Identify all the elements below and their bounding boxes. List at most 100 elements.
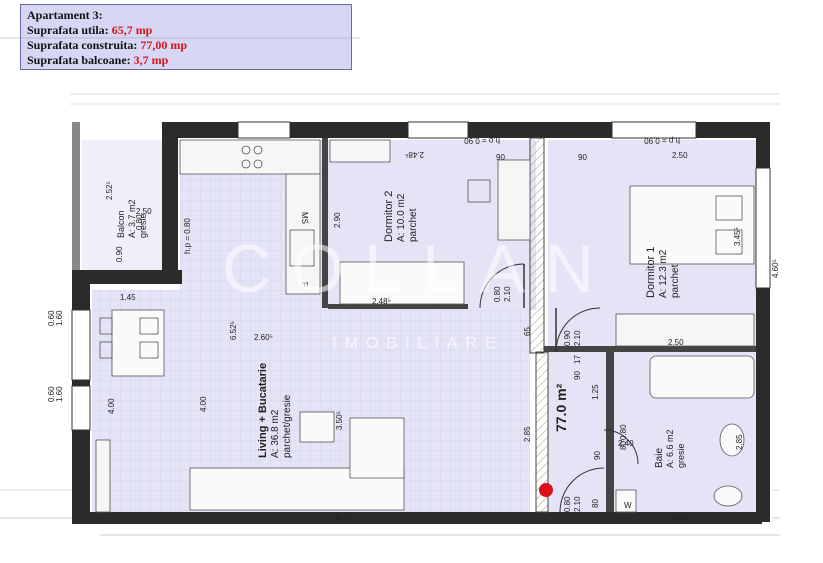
dim-label: 2.60⁵ — [254, 333, 273, 342]
fridge-label: F — [300, 282, 309, 287]
door-height-label: 2.10 — [503, 286, 512, 302]
living-name: Living + Bucatarie — [257, 363, 269, 458]
wall-bathroom — [606, 352, 614, 512]
watermark-sub: IMOBILIARE — [332, 335, 504, 352]
washer-icon — [615, 489, 637, 513]
wall-hall — [535, 351, 549, 513]
door-bedroom1 — [555, 307, 601, 353]
dim-label: 2.48⁵ — [372, 297, 391, 306]
balcony-area-value: 3,7 mp — [133, 53, 169, 67]
door-height-label: 2.10 — [573, 496, 582, 512]
useful-area-value: 65,7 mp — [111, 23, 153, 37]
baie-name: Baie — [654, 448, 665, 468]
dormitor1-area: A: 12.3 m2 — [658, 249, 669, 298]
dormitor1-floor: parchet — [670, 264, 681, 298]
dormitor1-name: Dormitor 1 — [645, 247, 657, 298]
dim-label: 4.60⁵ — [771, 259, 780, 278]
window-left-2 — [71, 385, 91, 431]
dormitor2-area: A: 10.0 m2 — [396, 193, 407, 242]
window-top-1 — [407, 121, 469, 139]
stove-burner — [253, 145, 263, 155]
dim-label: 65 — [523, 327, 532, 336]
wall-bedroom2-left — [322, 138, 328, 308]
coffee-table — [299, 411, 335, 443]
dim-label: 2.33 — [672, 513, 688, 522]
side-cabinet — [95, 439, 111, 513]
chair-icon — [139, 317, 159, 335]
pillow-icon — [715, 195, 743, 221]
wardrobe-bedroom2 — [329, 139, 391, 163]
apartment-info-box: Apartament 3: Suprafata utila: 65,7 mp S… — [20, 4, 352, 70]
wardrobe-bedroom1 — [615, 313, 755, 347]
kitchen-counter-top — [179, 139, 321, 175]
dim-label: 90 — [496, 153, 505, 162]
built-area-value: 77,00 mp — [140, 38, 188, 52]
chair-icon — [99, 341, 113, 359]
dormitor2-name: Dormitor 2 — [383, 191, 395, 242]
balcony-area-row: Suprafata balcoane: 3,7 mp — [27, 53, 345, 68]
wc-label: W — [624, 501, 632, 510]
window-right — [755, 167, 771, 289]
door-width-label: 0.90 — [563, 330, 572, 346]
window-label: 0.60 — [47, 310, 56, 326]
window-label: 0.90 — [115, 246, 124, 262]
pillow-icon — [715, 229, 743, 255]
bathtub — [649, 355, 755, 399]
chair-icon — [139, 341, 159, 359]
ms-label: MS — [300, 212, 309, 224]
dim-label: 2.52⁵ — [105, 181, 114, 200]
balcon-label: Balcon A: 3.7 m2 gresie — [116, 199, 148, 238]
sink-icon — [289, 229, 315, 267]
balcon-area: A: 3.7 m2 — [127, 199, 137, 238]
wall-bottom — [72, 512, 762, 524]
dim-label: 90 — [573, 371, 582, 380]
sink-icon — [719, 423, 745, 457]
dormitor2-label: Dormitor 2 A: 10.0 m2 parchet — [383, 191, 419, 242]
door-bathroom — [603, 429, 639, 465]
door-width-label: 0.80 — [493, 286, 502, 302]
chair-icon — [467, 179, 491, 203]
dim-label: 4.00 — [199, 396, 208, 412]
window-label: 1.60 — [55, 386, 64, 402]
baie-floor: gresie — [676, 443, 686, 468]
dim-label: 2.90 — [333, 212, 342, 228]
living-label: Living + Bucatarie A: 36.8 m2 parchet/gr… — [257, 363, 293, 458]
dim-label: 1.45 — [120, 293, 136, 302]
entrance-marker-icon — [539, 483, 553, 497]
dim-label: 2.85 — [735, 434, 744, 450]
window-hp-label: h.p = 0.90 — [644, 136, 680, 145]
window-label: 0.80 — [135, 214, 144, 230]
dim-label: 2.50 — [668, 338, 684, 347]
toilet-icon — [713, 485, 743, 507]
chair-icon — [99, 317, 113, 335]
door-entrance — [559, 467, 605, 513]
dim-label: 6.52⁵ — [229, 321, 238, 340]
baie-label: Baie A: 6.6 m2 gresie — [654, 429, 686, 468]
bed-bedroom2 — [339, 261, 465, 305]
dining-table — [111, 309, 165, 377]
dim-label: 2.48⁵ — [405, 150, 424, 159]
apartment-title: Apartament 3: — [27, 8, 103, 22]
door-label: 2.40 — [618, 439, 634, 448]
built-area-label: Suprafata construita: — [27, 38, 141, 52]
door-width-label: 0.80 — [563, 496, 572, 512]
wall-bedroom1-bottom — [544, 346, 756, 352]
balcony-rail — [72, 122, 80, 282]
living-area: A: 36.8 m2 — [270, 409, 281, 458]
desk-bedroom2 — [497, 159, 531, 241]
baie-area: A: 6.6 m2 — [665, 429, 675, 468]
window-hp-label: h.p = 0.90 — [464, 136, 500, 145]
bed-bedroom1 — [629, 185, 755, 265]
window-top-3 — [237, 121, 291, 139]
dim-label: 3.45⁵ — [733, 227, 742, 246]
wall-balcony-bottom — [72, 270, 182, 284]
balcony-area-label: Suprafata balcoane: — [27, 53, 134, 67]
dim-label: 4.00 — [107, 398, 116, 414]
dormitor2-floor: parchet — [408, 208, 419, 242]
door-bedroom2 — [479, 263, 525, 309]
balcon-name: Balcon — [116, 210, 126, 238]
window-top-2 — [611, 121, 697, 139]
dim-label: 3.50⁵ — [335, 411, 344, 430]
dim-label: 80 — [591, 499, 600, 508]
